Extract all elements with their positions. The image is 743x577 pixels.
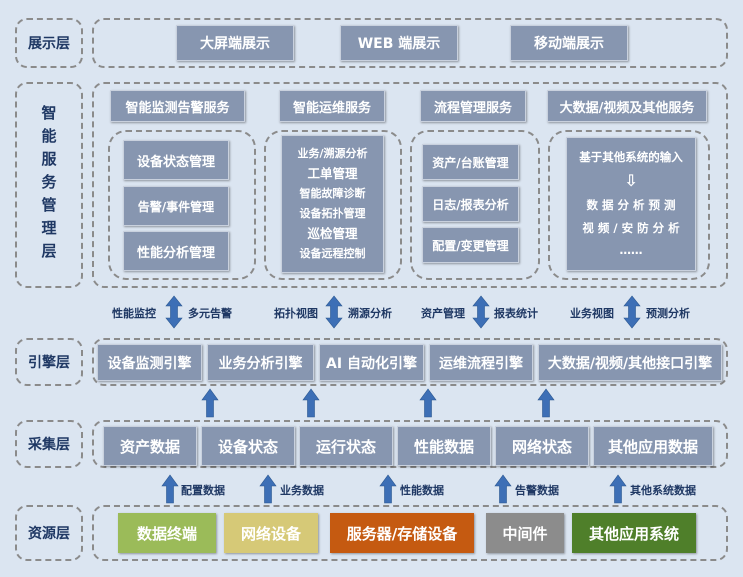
monitor-performance: 性能分析管理 <box>123 231 229 271</box>
ops-item: 业务/溯源分析 <box>297 146 368 160</box>
display-bigscreen: 大屏端展示 <box>176 25 294 61</box>
monitor-alarm-event: 告警/事件管理 <box>123 186 229 226</box>
ops-item: 巡检管理 <box>307 226 358 242</box>
bigdata-item: 视 频 / 安 防 分 析 <box>582 220 680 235</box>
ops-functions: 业务/溯源分析 工单管理 智能故障诊断 设备拓扑管理 巡检管理 设备远程控制 <box>281 135 384 273</box>
layer-label-display: 展示层 <box>15 18 83 68</box>
double-arrow-icon <box>165 295 183 329</box>
up-arrow-icon <box>259 474 277 504</box>
resource-middleware: 中间件 <box>486 513 564 553</box>
up-arrow-icon <box>161 474 179 504</box>
resource-other-app-system: 其他应用系统 <box>572 513 696 553</box>
up-arrow-icon <box>494 474 512 504</box>
resource-layer-container <box>92 505 728 561</box>
engine-bigdata-interface: 大数据/视频/其他接口引擎 <box>538 344 722 381</box>
service-header-process: 流程管理服务 <box>420 90 526 122</box>
bigdata-item: …… <box>619 243 643 258</box>
service-header-ops: 智能运维服务 <box>279 90 385 122</box>
arrow-label-asset-manage: 资产管理 <box>421 307 465 320</box>
up-arrow-icon <box>379 474 397 504</box>
resource-data-terminal: 数据终端 <box>118 513 216 553</box>
arrow-label-performance-monitor: 性能监控 <box>112 307 156 320</box>
bigdata-item: 基于其他系统的输入 <box>579 150 683 165</box>
display-mobile: 移动端展示 <box>510 25 628 61</box>
up-arrow-icon <box>609 474 627 504</box>
arrow-label-multi-alarm: 多元告警 <box>188 307 232 320</box>
service-header-monitor: 智能监测告警服务 <box>110 90 245 122</box>
collect-other-app-data: 其他应用数据 <box>593 426 713 466</box>
double-arrow-icon <box>325 295 343 329</box>
layer-label-resource: 资源层 <box>15 505 83 561</box>
service-header-bigdata: 大数据/视频及其他服务 <box>547 90 707 122</box>
group-ops <box>264 130 402 280</box>
group-monitor <box>108 130 256 280</box>
collect-asset-data: 资产数据 <box>103 426 197 466</box>
bigdata-item: 数 据 分 析 预 测 <box>586 197 676 212</box>
up-arrow-icon <box>537 388 555 418</box>
arrow-label-forecast: 预测分析 <box>646 307 690 320</box>
ops-item: 工单管理 <box>307 166 358 182</box>
arrow-label-trace-analysis: 溯源分析 <box>348 307 392 320</box>
ops-item: 智能故障诊断 <box>299 187 366 201</box>
arrow-label-topology-view: 拓扑视图 <box>274 307 318 320</box>
arrow-label-business-data: 业务数据 <box>280 484 324 497</box>
bigdata-functions: 基于其他系统的输入 ⇩ 数 据 分 析 预 测 视 频 / 安 防 分 析 …… <box>566 137 696 271</box>
group-process <box>410 130 540 280</box>
arrow-label-other-system-data: 其他系统数据 <box>630 484 696 497</box>
double-arrow-icon <box>623 295 641 329</box>
collect-layer-container <box>92 420 728 468</box>
resource-network-device: 网络设备 <box>224 513 318 553</box>
layer-label-smart-service: 智能服务管理层 <box>15 82 83 288</box>
display-web: WEB 端展示 <box>340 25 458 61</box>
arrow-label-config-data: 配置数据 <box>181 484 225 497</box>
layer-label-collect: 采集层 <box>15 420 83 468</box>
up-arrow-icon <box>201 388 219 418</box>
smart-service-layer-container <box>92 82 728 288</box>
process-log-report: 日志/报表分析 <box>422 186 519 222</box>
process-asset-ledger: 资产/台账管理 <box>422 144 519 180</box>
engine-device-monitor: 设备监测引擎 <box>97 344 202 381</box>
process-config-change: 配置/变更管理 <box>422 227 519 263</box>
engine-layer-container <box>92 338 728 386</box>
group-bigdata <box>548 130 710 280</box>
up-arrow-icon <box>302 388 320 418</box>
arrow-label-performance-data: 性能数据 <box>400 484 444 497</box>
resource-server-storage: 服务器/存储设备 <box>330 513 474 553</box>
up-arrow-icon <box>419 388 437 418</box>
arrow-label-report-stats: 报表统计 <box>494 307 538 320</box>
ops-item: 设备拓扑管理 <box>299 206 366 220</box>
double-arrow-icon <box>472 295 490 329</box>
down-arrow-icon: ⇩ <box>624 171 638 191</box>
arrow-label-business-view: 业务视图 <box>570 307 614 320</box>
collect-network-status: 网络状态 <box>495 426 589 466</box>
monitor-device-status: 设备状态管理 <box>123 140 229 180</box>
layer-label-engine: 引擎层 <box>15 338 83 386</box>
engine-business-analysis: 业务分析引擎 <box>207 344 314 381</box>
collect-performance-data: 性能数据 <box>397 426 491 466</box>
engine-ops-process: 运维流程引擎 <box>429 344 533 381</box>
display-layer-container <box>92 18 728 68</box>
engine-ai-automation: AI 自动化引擎 <box>319 344 424 381</box>
collect-run-status: 运行状态 <box>299 426 393 466</box>
collect-device-status: 设备状态 <box>201 426 295 466</box>
ops-item: 设备远程控制 <box>299 247 366 261</box>
arrow-label-alarm-data: 告警数据 <box>515 484 559 497</box>
